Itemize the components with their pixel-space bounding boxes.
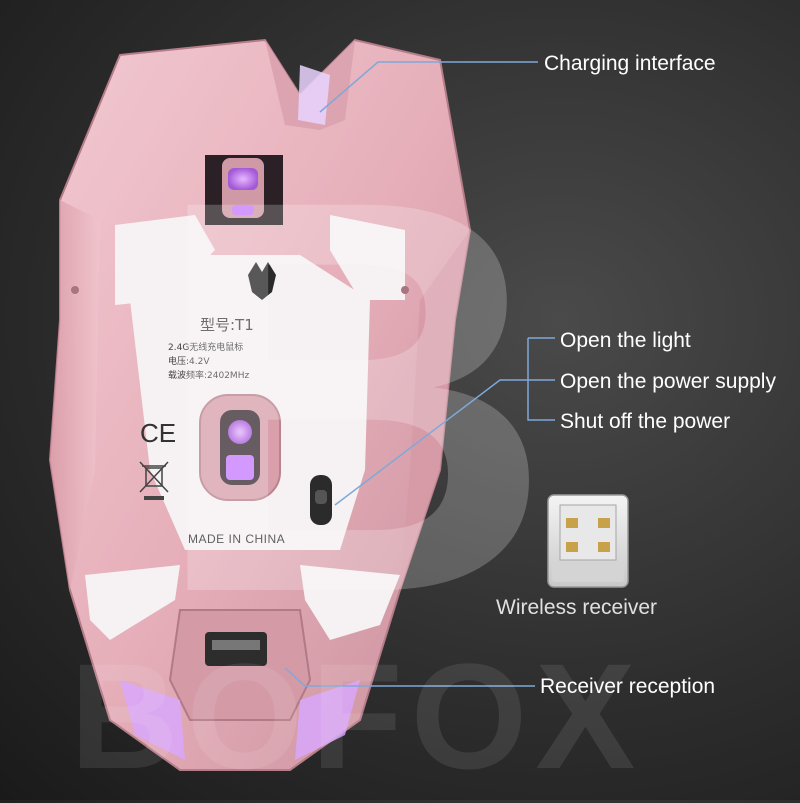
charging-callout-line	[319, 61, 538, 113]
side-screw-left	[71, 286, 79, 294]
power-switch-knob	[315, 490, 327, 504]
usb-port-inner	[212, 640, 260, 650]
usb-dongle-icon	[547, 494, 629, 588]
callout-receiver: Wireless receiver	[496, 596, 658, 619]
left-side-facet	[50, 200, 100, 590]
reception-callout-line	[284, 667, 535, 687]
power-callout-line	[334, 379, 555, 506]
callout-power-off: Shut off the power	[560, 410, 731, 433]
watermark-letter: B	[150, 83, 554, 709]
callout-power-on: Open the power supply	[560, 370, 776, 393]
upper-right-panel	[330, 215, 405, 300]
wheel-glow-2	[232, 205, 254, 215]
ce-mark-icon: CE	[140, 418, 176, 448]
wheel-glow	[228, 168, 258, 190]
label-line1: 2.4G无线充电鼠标	[168, 341, 243, 353]
label-model: 型号:T1	[200, 316, 254, 334]
bottom-left-glow	[120, 680, 185, 760]
callout-light: Open the light	[560, 329, 691, 352]
bottom-right-glow	[295, 680, 360, 760]
upper-left-panel	[115, 215, 215, 305]
switch-callout-line	[527, 338, 555, 421]
callout-charging: Charging interface	[544, 52, 716, 75]
wolf-logo-icon	[248, 262, 276, 300]
sensor-lens	[228, 420, 252, 444]
lower-right-panel	[300, 565, 400, 640]
label-line3: 载波频率:2402MHz	[168, 369, 249, 381]
callout-reception: Receiver reception	[540, 675, 716, 698]
label-line2: 电压:4.2V	[168, 355, 210, 367]
side-screw-right	[401, 286, 409, 294]
sensor-glow	[226, 455, 254, 480]
lower-left-panel	[85, 565, 180, 640]
right-side-facet	[400, 230, 470, 590]
label-made-in: MADE IN CHINA	[188, 532, 285, 546]
weee-bin-icon	[139, 461, 169, 500]
callout-lines	[284, 61, 555, 687]
